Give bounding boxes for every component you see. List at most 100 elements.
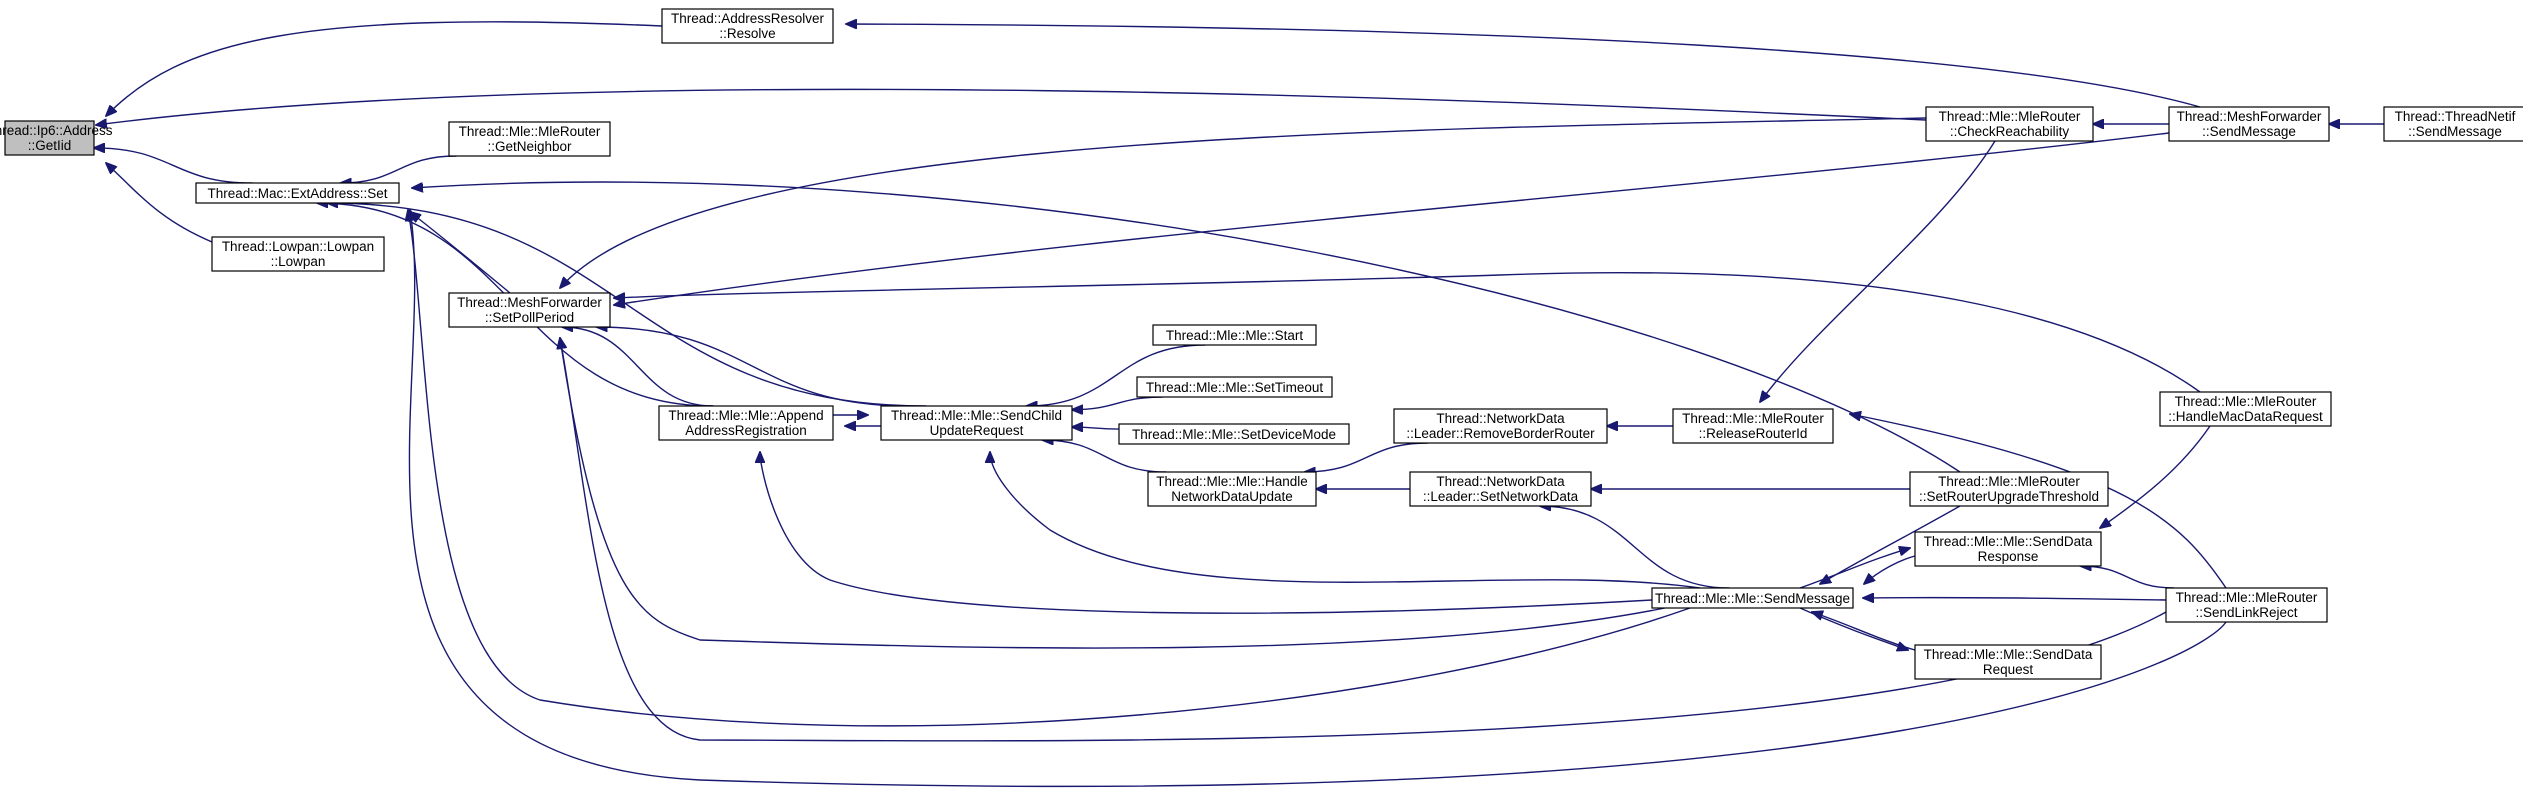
node-meshforwarder-setpollperiod[interactable]: Thread::MeshForwarder::SetPollPeriod [448,292,611,328]
node-label-line1: Thread::Mle::Mle::SendChild [891,408,1062,423]
node-label-line1: Thread::NetworkData [1436,474,1565,489]
node-ip6-getiid[interactable]: Thread::Ip6::Address::GetIid [0,120,113,156]
node-label-line1: Thread::Mle::MleRouter [1938,474,2080,489]
node-label-line1: Thread::Mle::Mle::Start [1166,328,1304,343]
call-edge [2080,566,2175,589]
call-edge [990,452,1701,589]
call-edge [1072,396,1163,410]
call-edge [1305,442,1429,472]
node-label-line2: ::ReleaseRouterId [1699,426,1808,441]
node-mlerouter-handlemacdatarequest[interactable]: Thread::Mle::MleRouter::HandleMacDataReq… [2159,391,2332,427]
node-label-line2: ::SetRouterUpgradeThreshold [1919,489,2099,504]
call-edge [1812,612,1916,651]
call-edge [94,148,253,184]
node-meshforwarder-sendmessage[interactable]: Thread::MeshForwarder::SendMessage [2168,106,2330,142]
node-label-line1: Thread::Mle::Mle::SetTimeout [1146,380,1324,395]
node-label-line2: ::SendLinkReject [2195,605,2297,620]
call-edge [2100,425,2211,528]
node-label-line2: ::Resolve [719,26,775,41]
node-threadnetif-sendmessage[interactable]: Thread::ThreadNetif::SendMessage [2383,106,2523,142]
call-edge [560,338,1666,649]
node-label-line2: AddressRegistration [685,423,807,438]
node-mlerouter-getneighbor[interactable]: Thread::Mle::MleRouter::GetNeighbor [448,121,611,157]
node-mlerouter-checkreachability[interactable]: Thread::Mle::MleRouter::CheckReachabilit… [1925,106,2094,142]
call-edge [1799,607,1908,650]
call-edge [760,452,1653,614]
node-mle-start[interactable]: Thread::Mle::Mle::Start [1152,324,1317,346]
call-edge [1540,506,1730,589]
node-label-line2: ::GetIid [28,138,72,153]
call-edge [614,271,2201,393]
edge-layer [94,21,2384,788]
node-label-line1: Thread::NetworkData [1436,411,1565,426]
node-label-line1: Thread::Mle::MleRouter [459,124,601,139]
node-label-line1: Thread::Mle::MleRouter [1682,411,1824,426]
node-label-line2: ::SendMessage [2408,124,2502,139]
node-label-line1: Thread::Mle::Mle::SendMessage [1655,591,1850,606]
node-label-line2: ::HandleMacDataRequest [2168,409,2323,424]
node-label-line1: Thread::Mle::Mle::SetDeviceMode [1132,427,1336,442]
call-edge [408,210,1691,727]
node-label-line2: Response [1978,549,2039,564]
call-edge [327,203,927,407]
node-label-line1: Thread::Mle::Mle::SendData [1924,534,2093,549]
node-mle-setdevicemode[interactable]: Thread::Mle::Mle::SetDeviceMode [1118,423,1350,445]
node-label-line1: Thread::Lowpan::Lowpan [222,239,374,254]
node-networkdata-setnetworkdata[interactable]: Thread::NetworkData::Leader::SetNetworkD… [1409,471,1592,507]
node-addressresolver-resolve[interactable]: Thread::AddressResolver::Resolve [661,8,834,44]
call-edge [410,212,511,294]
call-edge [562,327,714,407]
call-edge [846,24,2201,108]
node-label-line2: NetworkDataUpdate [1171,489,1293,504]
call-edge [597,327,910,407]
node-mle-settimeout[interactable]: Thread::Mle::Mle::SetTimeout [1136,376,1333,398]
node-mle-appendaddressregistration[interactable]: Thread::Mle::Mle::AppendAddressRegistrat… [658,405,834,441]
call-edge [1863,598,2167,600]
call-edge [96,88,1927,125]
node-label-line2: UpdateRequest [930,423,1024,438]
node-label-line1: Thread::Mac::ExtAddress::Set [207,186,387,201]
node-extaddress-set[interactable]: Thread::Mac::ExtAddress::Set [195,182,400,204]
node-label-line1: Thread::AddressResolver [671,11,825,26]
call-edge [560,338,2167,742]
node-label-line2: ::CheckReachability [1950,124,2070,139]
node-label-line1: Thread::Mle::MleRouter [2176,590,2318,605]
call-edge [1042,440,1167,473]
call-edge [341,155,457,183]
node-lowpan-lowpan[interactable]: Thread::Lowpan::Lowpan::Lowpan [211,236,385,272]
call-edge [106,163,213,243]
call-edge [614,132,2170,305]
node-networkdata-removeborderrouter[interactable]: Thread::NetworkData::Leader::RemoveBorde… [1393,408,1608,444]
node-mle-handlenetworkdataupdate[interactable]: Thread::Mle::Mle::HandleNetworkDataUpdat… [1147,471,1317,507]
call-edge [1850,414,2227,589]
node-label-line2: ::SendMessage [2202,124,2296,139]
node-label-line2: ::Leader::RemoveBorderRouter [1406,426,1595,441]
call-edge [412,181,1961,473]
node-label-line1: Thread::MeshForwarder [457,295,602,310]
node-mlerouter-setrouterupgradethreshold[interactable]: Thread::Mle::MleRouter::SetRouterUpgrade… [1909,471,2109,507]
node-label-line1: Thread::Mle::MleRouter [1939,109,2081,124]
node-label-line2: Request [1983,662,2034,677]
node-label-line1: Thread::Ip6::Address [0,123,113,138]
node-label-line2: ::SetPollPeriod [485,310,574,325]
call-edge [1026,344,1206,406]
node-label-line2: ::GetNeighbor [487,139,572,154]
call-edge [1864,555,1916,584]
node-label-line2: ::Leader::SetNetworkData [1423,489,1579,504]
node-label-line1: Thread::Mle::Mle::Handle [1156,474,1308,489]
call-edge [106,21,663,116]
node-mle-sendmessage[interactable]: Thread::Mle::Mle::SendMessage [1651,587,1854,609]
node-mlerouter-releaserouterid[interactable]: Thread::Mle::MleRouter::ReleaseRouterId [1672,408,1834,444]
node-mlerouter-sendlinkreject[interactable]: Thread::Mle::MleRouter::SendLinkReject [2165,587,2328,623]
call-edge [1072,427,1120,429]
node-label-line1: Thread::ThreadNetif [2395,109,2516,124]
node-label-line1: Thread::Mle::MleRouter [2175,394,2317,409]
node-label-line2: ::Lowpan [271,254,326,269]
call-edge [1799,548,1910,589]
node-label-line1: Thread::Mle::Mle::SendData [1924,647,2093,662]
call-edge [560,117,1927,288]
